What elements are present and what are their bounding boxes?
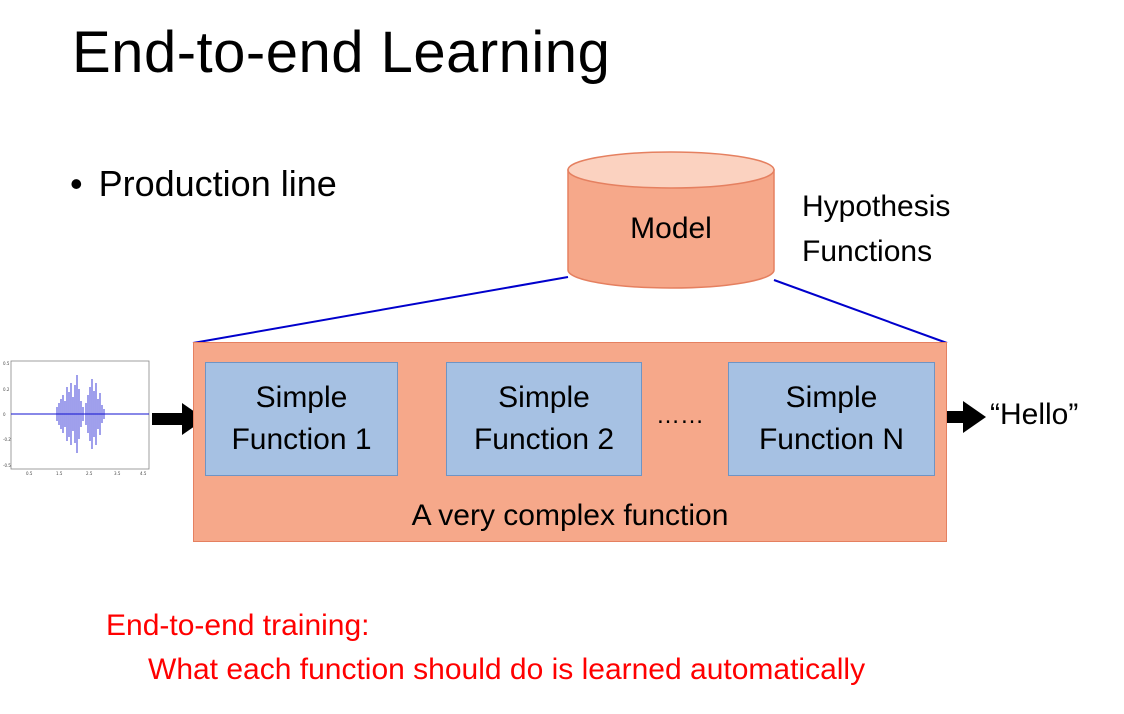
ellipsis: …… — [656, 402, 704, 429]
svg-text:0.5: 0.5 — [3, 361, 10, 366]
output-text: “Hello” — [990, 398, 1079, 431]
function-1-line1: Simple — [255, 381, 348, 414]
svg-text:-0.2: -0.2 — [3, 437, 11, 442]
svg-text:-0.5: -0.5 — [3, 463, 11, 468]
bullet-text: Production line — [98, 163, 337, 204]
function-2-line1: Simple — [498, 381, 590, 414]
bullet-marker: • — [70, 163, 83, 204]
svg-text:2.5: 2.5 — [86, 471, 93, 476]
svg-text:0.2: 0.2 — [3, 387, 10, 392]
slide-title: End-to-end Learning — [72, 20, 611, 85]
right-connector-line — [773, 279, 948, 344]
hypothesis-caption-line2: Functions — [802, 235, 933, 268]
svg-text:4.5: 4.5 — [140, 471, 147, 476]
function-1-line2: Function 1 — [231, 423, 372, 456]
simple-function-2-box: Simple Function 2 — [446, 362, 642, 476]
hypothesis-caption: Hypothesis Functions — [802, 184, 950, 274]
svg-text:0: 0 — [3, 412, 6, 417]
function-n-line2: Function N — [758, 423, 905, 456]
left-connector-line — [192, 276, 569, 344]
note-body: What each function should do is learned … — [148, 653, 866, 686]
audio-waveform-icon: 0.5 0.2 0 -0.2 -0.5 0.5 1.5 2.5 3.5 4.5 — [2, 357, 152, 479]
hypothesis-caption-line1: Hypothesis — [802, 190, 951, 223]
function-n-line1: Simple — [785, 381, 878, 414]
bullet-item: • Production line — [70, 162, 337, 205]
note-heading: End-to-end training: — [106, 609, 370, 642]
svg-text:0.5: 0.5 — [26, 471, 33, 476]
model-label: Model — [630, 212, 712, 245]
svg-text:1.5: 1.5 — [56, 471, 63, 476]
simple-function-n-box: Simple Function N — [728, 362, 935, 476]
function-2-line2: Function 2 — [473, 423, 615, 456]
svg-text:3.5: 3.5 — [114, 471, 121, 476]
simple-function-1-box: Simple Function 1 — [205, 362, 398, 476]
complex-function-label: A very complex function — [411, 499, 729, 532]
model-cylinder-icon — [567, 151, 775, 289]
